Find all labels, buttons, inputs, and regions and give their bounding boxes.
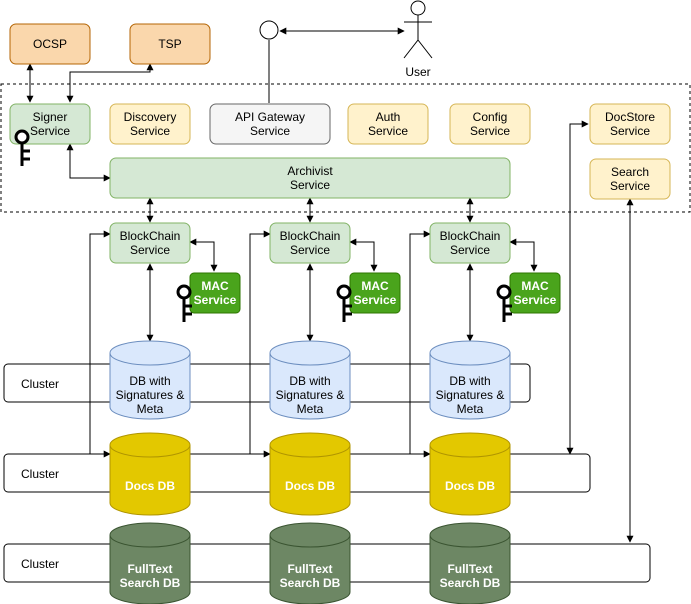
signer-service-label: Signer [33,110,68,124]
config-service-label: Service [470,124,510,138]
docs-db-label: Docs DB [125,479,175,493]
mac-service-label: Service [194,293,237,307]
service-platform-boundary [0,83,691,213]
api-gateway-service-label: Service [250,124,290,138]
mac-service-label: Service [354,293,397,307]
blockchain-service-label: Service [450,243,490,257]
discovery-service-box: Discovery Service [109,103,191,145]
docs-db-label: Docs DB [445,479,495,493]
tsp-label: TSP [158,37,181,51]
blockchain-service-label: BlockChain [120,229,181,243]
signatures-db-label: Signatures & [276,388,345,402]
mac-service-label: MAC [361,279,389,293]
key-icon [336,284,352,322]
blockchain-service-box [109,222,191,264]
edge-docs-blockchain-1 [89,230,111,458]
fulltext-db-label: Search DB [120,576,181,590]
discovery-service-label: Discovery [124,110,177,124]
signatures-db-label: Signatures & [436,388,505,402]
cluster-node-3: BlockChain Service MAC Service DB with S… [429,222,561,604]
archivist-service-label: Archivist [287,164,333,178]
tsp-box: TSP [129,23,211,65]
fulltext-db-label: FullText [127,562,172,576]
signatures-db-cylinder: DB with Signatures & Meta [429,340,511,420]
fulltext-db-label: FullText [287,562,332,576]
docstore-service-label: Service [610,124,650,138]
docs-db-cylinder: Docs DB [269,432,351,516]
auth-service-box: Auth Service [347,103,429,145]
docs-db-label: Docs DB [285,479,335,493]
mac-service-label: Service [514,293,557,307]
fulltext-db-label: Search DB [440,576,501,590]
key-icon [176,284,192,322]
connections [26,27,634,543]
fulltext-db-cylinder: FullText Search DB [269,522,351,604]
user-label: User [405,65,430,79]
blockchain-service-label: BlockChain [280,229,341,243]
ocsp-box: OCSP [9,23,91,65]
docs-db-cylinder: Docs DB [429,432,511,516]
blockchain-service-box [429,222,511,264]
mac-service-label: MAC [521,279,549,293]
edge-blockchain-mac-3 [509,238,538,272]
edge-docstore-docs-cluster [566,120,589,455]
user-interface-circle [259,20,279,40]
fulltext-db-label: Search DB [280,576,341,590]
fulltext-db-cylinder: FullText Search DB [429,522,511,604]
auth-service-label: Service [368,124,408,138]
edge-blockchain-mac-1 [189,238,218,272]
blockchain-service-label: Service [130,243,170,257]
search-service-label: Search [611,165,649,179]
ocsp-label: OCSP [33,37,67,51]
config-service-box: Config Service [449,103,531,145]
docs-db-cylinder: Docs DB [109,432,191,516]
cluster-label: Cluster [21,557,59,571]
signatures-db-label: Meta [137,402,164,416]
signatures-db-label: Meta [457,402,484,416]
cluster-label: Cluster [21,467,59,481]
mac-service-label: MAC [201,279,229,293]
archivist-service-box: Archivist Service [109,157,511,199]
api-gateway-service-label: API Gateway [235,110,305,124]
discovery-service-label: Service [130,124,170,138]
signatures-db-label: Signatures & [116,388,185,402]
search-service-box: Search Service [589,158,671,200]
archivist-service-label: Service [290,178,330,192]
edge-docs-blockchain-3 [409,230,431,458]
signer-service-box: Signer Service [9,103,91,145]
signatures-db-label: DB with [129,374,170,388]
docstore-service-label: DocStore [605,110,655,124]
cluster-label: Cluster [21,377,59,391]
auth-service-label: Auth [376,110,401,124]
fulltext-db-cylinder: FullText Search DB [109,522,191,604]
search-service-label: Service [610,179,650,193]
fulltext-db-label: FullText [447,562,492,576]
signatures-db-cylinder: DB with Signatures & Meta [109,340,191,420]
signer-service-label: Service [30,124,70,138]
key-icon [14,129,30,166]
edge-signer-archivist [66,143,111,182]
user-icon [403,0,433,59]
signatures-db-label: DB with [449,374,490,388]
docstore-service-box: DocStore Service [589,103,671,145]
edge-blockchain-mac-2 [349,238,378,272]
key-icon [496,284,512,322]
signatures-db-label: Meta [297,402,324,416]
blockchain-service-label: Service [290,243,330,257]
config-service-label: Config [473,110,508,124]
signatures-db-label: DB with [289,374,330,388]
cluster-node-2: BlockChain Service MAC Service DB with S… [269,222,401,604]
edge-signer-tsp [66,63,154,103]
blockchain-service-label: BlockChain [440,229,501,243]
blockchain-service-box [269,222,351,264]
edge-docs-blockchain-2 [249,230,271,458]
api-gateway-service-box: API Gateway Service [209,103,331,145]
signatures-db-cylinder: DB with Signatures & Meta [269,340,351,420]
cluster-node-1: BlockChain Service MAC Service DB with S… [109,222,241,604]
